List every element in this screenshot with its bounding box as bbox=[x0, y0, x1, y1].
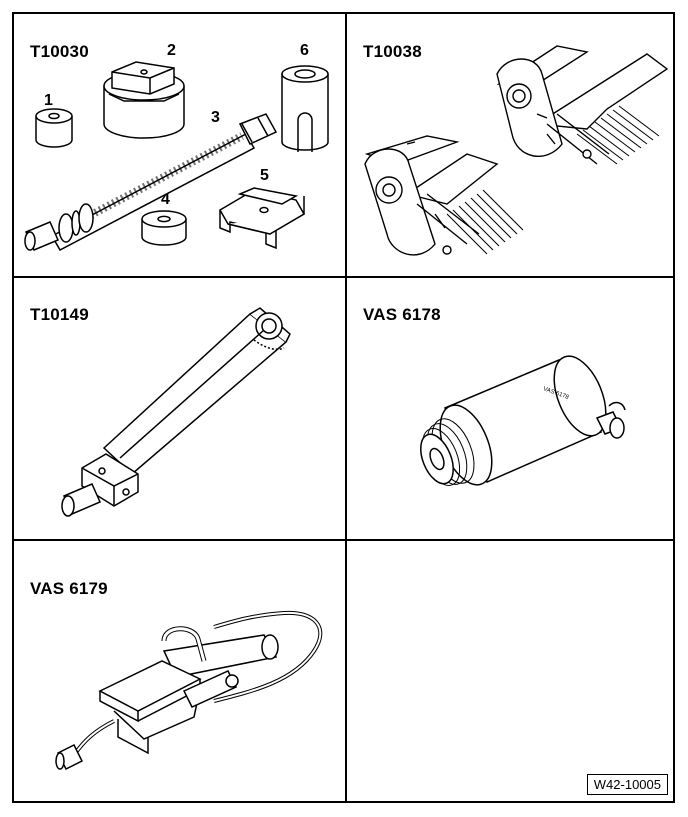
panel-title: T10149 bbox=[30, 305, 89, 324]
tool-grid: T10030 1 2 3 4 5 6 bbox=[12, 12, 675, 803]
t10149-support-drawing bbox=[61, 307, 291, 517]
ratchet-strap-rear-icon bbox=[496, 45, 669, 165]
part-number-6: 6 bbox=[300, 42, 309, 59]
bush-1-icon bbox=[35, 108, 73, 148]
part-number-2: 2 bbox=[167, 42, 176, 59]
panel-vas6179: VAS 6179 bbox=[14, 541, 345, 803]
vas6179-foot-pump-drawing bbox=[55, 610, 323, 771]
pressure-piece-2-icon bbox=[103, 61, 185, 139]
grid-divider-row1 bbox=[14, 276, 673, 278]
hydraulic-cylinder-icon: VAS 6178 bbox=[420, 355, 626, 486]
foot-pump-icon bbox=[55, 610, 323, 771]
panel-t10038: T10038 bbox=[347, 14, 677, 276]
part-number-5: 5 bbox=[260, 167, 269, 184]
washer-4-icon bbox=[141, 210, 187, 246]
ratchet-strap-front-icon bbox=[364, 135, 524, 256]
support-arm-icon bbox=[61, 307, 291, 517]
panel-vas6178: VAS 6178 VAS 6178 bbox=[347, 278, 677, 539]
grid-divider-vertical bbox=[345, 14, 347, 801]
panel-t10149: T10149 bbox=[14, 278, 345, 539]
part-number-4: 4 bbox=[161, 191, 170, 208]
panel-empty: W42-10005 bbox=[347, 541, 677, 803]
sleeve-6-icon bbox=[281, 65, 329, 152]
adapter-5-icon bbox=[218, 187, 306, 250]
t10038-tensioning-straps-drawing bbox=[364, 45, 669, 256]
panel-title: VAS 6178 bbox=[363, 305, 441, 324]
t10030-kit-drawing bbox=[24, 61, 329, 252]
threaded-spindle-3-icon bbox=[24, 113, 278, 252]
figure-reference-number: W42-10005 bbox=[586, 774, 668, 795]
grid-divider-row2 bbox=[14, 539, 673, 541]
part-number-3: 3 bbox=[211, 109, 220, 126]
part-number-1: 1 bbox=[44, 92, 53, 109]
vas6178-hydraulic-cylinder-drawing: VAS 6178 bbox=[420, 355, 626, 486]
panel-title: VAS 6179 bbox=[30, 579, 108, 598]
panel-title: T10030 bbox=[30, 42, 89, 61]
panel-t10030: T10030 1 2 3 4 5 6 bbox=[14, 14, 345, 276]
panel-title: T10038 bbox=[363, 42, 422, 61]
